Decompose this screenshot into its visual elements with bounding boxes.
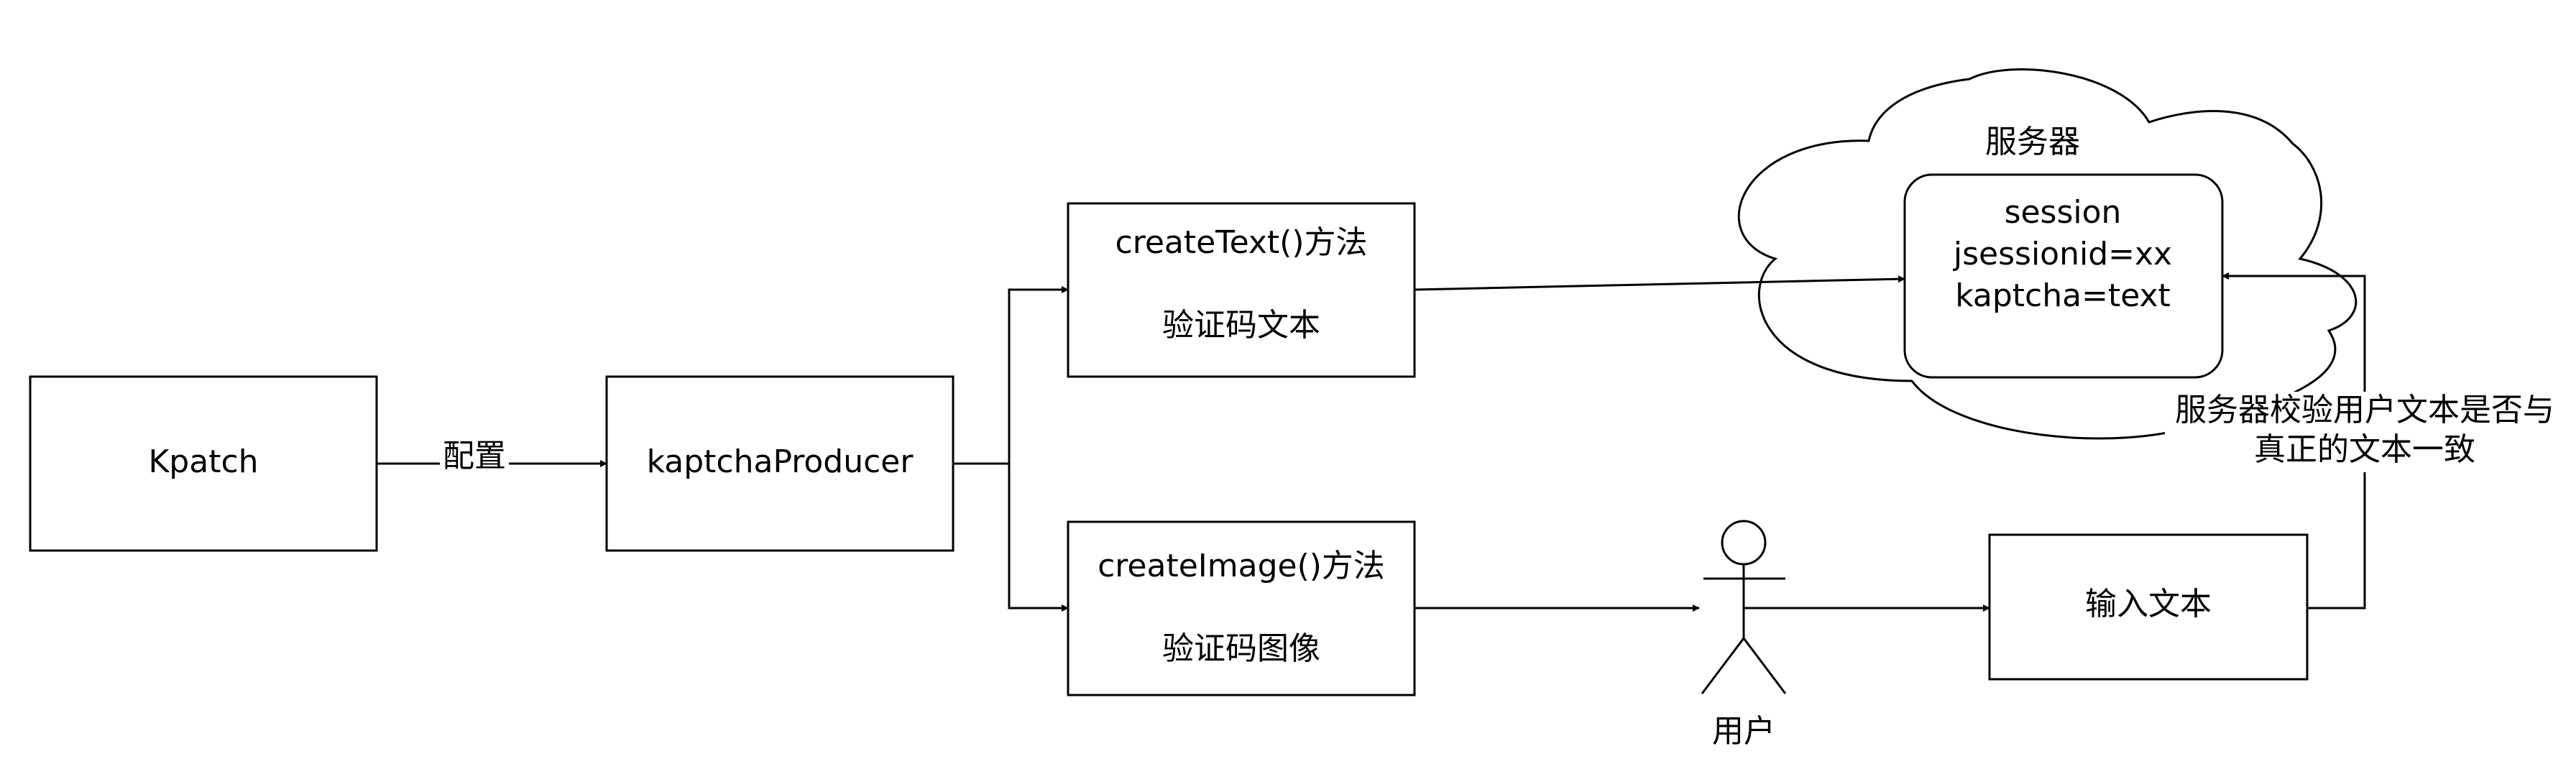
create-image-node[interactable] (1067, 520, 1416, 696)
producer-label: kaptchaProducer (647, 443, 914, 480)
edge-validate-label-line2: 真正的文本一致 (2254, 431, 2475, 468)
create-image-line2: 验证码图像 (1162, 630, 1320, 667)
create-text-node[interactable] (1067, 202, 1416, 378)
session-line3: kaptcha=text (1955, 277, 2171, 314)
input-text-label: 输入文本 (2085, 586, 2212, 622)
create-text-line2: 验证码文本 (1162, 307, 1320, 344)
kpatch-node[interactable] (29, 375, 378, 552)
edge-config-label-bg (440, 444, 509, 483)
user-label: 用户 (1712, 713, 1775, 750)
edge-validate-label-bg (2165, 392, 2564, 472)
session-line2: jsessionid=xx (1953, 236, 2172, 272)
kpatch-label: Kpatch (148, 443, 258, 480)
edge-producer-to-create-image (953, 462, 1069, 612)
edge-config-label: 配置 (443, 438, 506, 474)
edge-validate-label-line1: 服务器校验用户文本是否与 (2175, 392, 2554, 428)
input-text-node[interactable] (1988, 533, 2309, 681)
create-image-line1: createImage()方法 (1098, 548, 1385, 584)
session-line1: session (2005, 194, 2122, 231)
create-text-line1: createText()方法 (1116, 224, 1368, 261)
edge-create-text-to-session (1414, 275, 1905, 291)
edge-producer-to-create-text (953, 286, 1069, 465)
user-actor-icon[interactable] (1701, 520, 1787, 694)
server-title: 服务器 (1985, 124, 2080, 160)
